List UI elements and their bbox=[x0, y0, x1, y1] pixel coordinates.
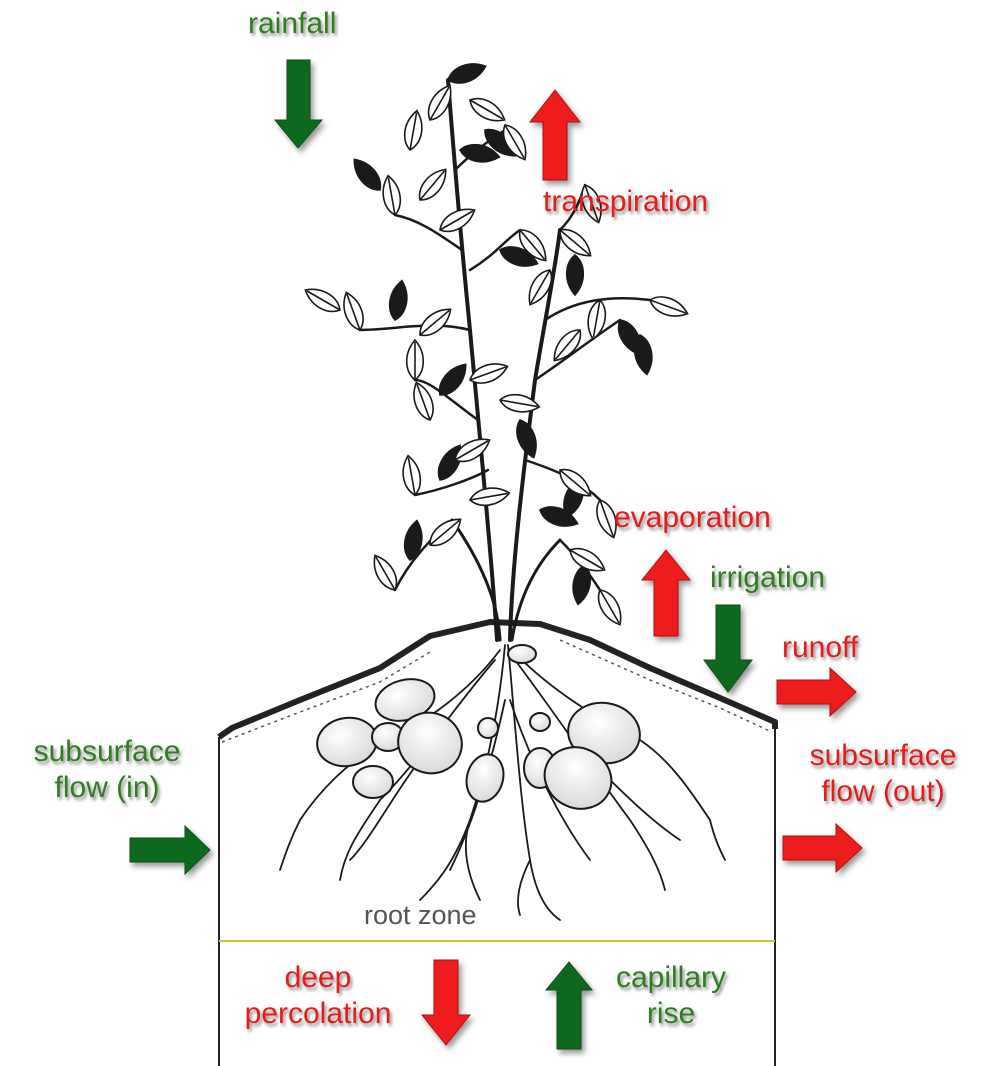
capillary-rise-arrow-icon bbox=[546, 962, 592, 1049]
leaf bbox=[402, 109, 425, 151]
label-subsurface-out: subsurface flow (out) bbox=[790, 738, 976, 810]
label-deep-percolation-line2: percolation bbox=[218, 996, 418, 1032]
label-subsurface-out-line2: flow (out) bbox=[790, 774, 976, 810]
transpiration-arrow-icon bbox=[530, 90, 580, 180]
label-transpiration: transpiration bbox=[543, 184, 708, 220]
potato-plant bbox=[360, 80, 650, 640]
label-root-zone: root zone bbox=[364, 900, 477, 931]
subsurface-out-arrow-icon bbox=[783, 824, 862, 872]
irrigation-arrow-icon bbox=[704, 605, 752, 692]
leaf bbox=[567, 255, 584, 295]
label-subsurface-in: subsurface flow (in) bbox=[14, 734, 200, 806]
rainfall-arrow-icon bbox=[275, 60, 322, 148]
plant-leaves bbox=[301, 59, 690, 629]
label-subsurface-out-line1: subsurface bbox=[790, 738, 976, 774]
leaf bbox=[548, 325, 586, 366]
leaf bbox=[647, 292, 690, 321]
leaf bbox=[414, 164, 452, 205]
subsurface-in-arrow-icon bbox=[130, 826, 210, 874]
leaf bbox=[585, 299, 608, 341]
leaf bbox=[380, 174, 403, 216]
leaf bbox=[400, 454, 423, 496]
leaf bbox=[469, 485, 511, 508]
leaf bbox=[301, 283, 344, 317]
leaf bbox=[339, 290, 368, 333]
leaf bbox=[415, 303, 456, 341]
label-evaporation: evaporation bbox=[614, 500, 771, 536]
label-capillary-rise-line1: capillary bbox=[596, 960, 746, 996]
leaf bbox=[387, 279, 410, 321]
label-capillary-rise: capillary rise bbox=[596, 960, 746, 1032]
leaf bbox=[402, 519, 425, 561]
leaf bbox=[407, 340, 424, 380]
label-runoff: runoff bbox=[782, 630, 858, 666]
leaf bbox=[593, 586, 627, 629]
leaf bbox=[445, 59, 488, 88]
evaporation-arrow-icon bbox=[642, 550, 690, 636]
runoff-arrow-icon bbox=[777, 668, 856, 716]
label-irrigation: irrigation bbox=[710, 560, 825, 596]
potato-tubers bbox=[313, 645, 644, 820]
label-subsurface-in-line2: flow (in) bbox=[14, 770, 200, 806]
leaf bbox=[466, 93, 509, 127]
label-rainfall: rainfall bbox=[248, 6, 336, 42]
leaf bbox=[348, 154, 386, 195]
label-subsurface-in-line1: subsurface bbox=[14, 734, 200, 770]
deep-percolation-arrow-icon bbox=[422, 960, 470, 1045]
label-capillary-rise-line2: rise bbox=[596, 996, 746, 1032]
label-deep-percolation: deep percolation bbox=[218, 960, 418, 1032]
label-deep-percolation-line1: deep bbox=[218, 960, 418, 996]
leaf bbox=[434, 359, 472, 400]
